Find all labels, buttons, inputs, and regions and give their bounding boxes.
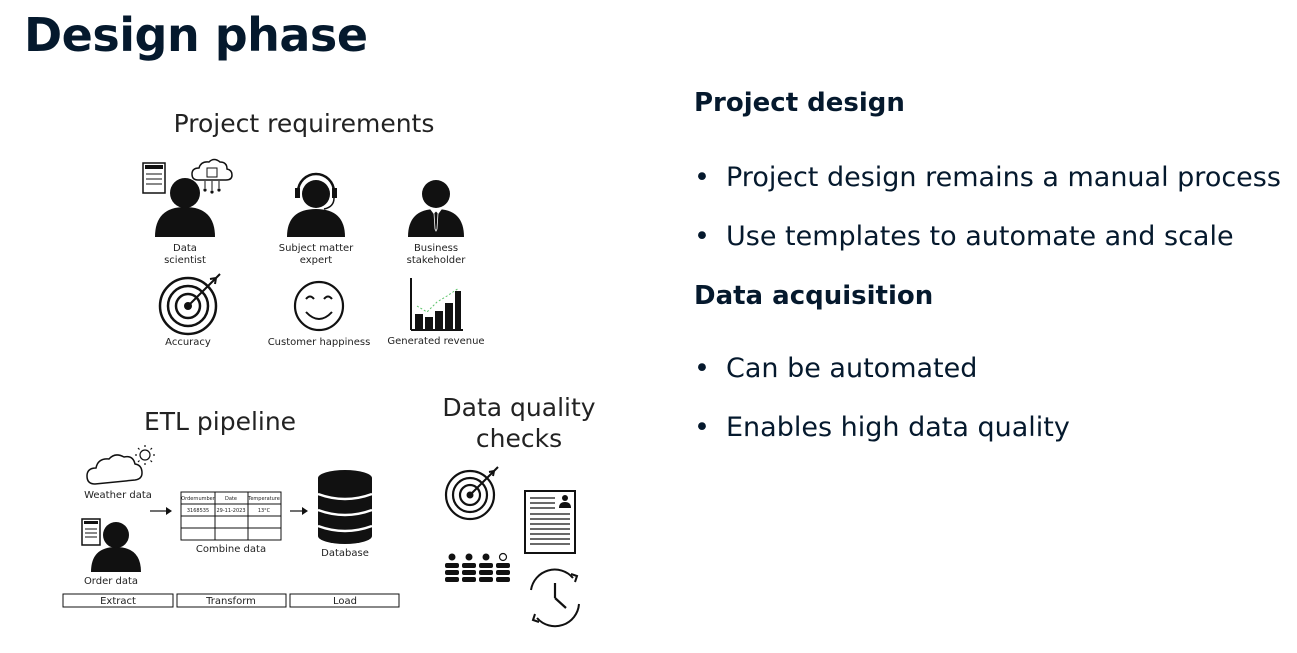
- bullet-item: •Can be automated: [694, 353, 978, 384]
- stage-load: Load: [289, 593, 400, 608]
- bullet-item: •Enables high data quality: [694, 412, 1070, 443]
- target-icon: [444, 466, 499, 521]
- etl-title: ETL pipeline: [144, 407, 296, 436]
- svg-text:Extract: Extract: [100, 596, 136, 607]
- order-data-label: Order data: [84, 576, 138, 587]
- revenue-chart-icon: [410, 278, 463, 331]
- business-person-icon: [408, 180, 464, 237]
- role-label: Subject matter: [279, 243, 354, 254]
- svg-text:Load: Load: [333, 596, 357, 607]
- role-label: Data: [173, 243, 197, 254]
- order-person-icon: [81, 518, 141, 572]
- table-cell: 13°C: [258, 508, 271, 514]
- svg-text:Transform: Transform: [205, 596, 256, 607]
- smiley-icon: [293, 280, 345, 332]
- weather-cloud-icon: [86, 445, 155, 485]
- arrow-right-icon: [290, 507, 308, 515]
- stage-transform: Transform: [176, 593, 287, 608]
- requirements-title: Project requirements: [174, 109, 435, 138]
- table-header: Date: [225, 496, 237, 502]
- quality-title-line2: checks: [476, 424, 562, 453]
- quality-title-line1: Data quality: [442, 393, 595, 422]
- bullet-dot: •: [694, 353, 710, 384]
- design-phase-diagram: Project requirements Data scientist Subj…: [62, 109, 596, 628]
- page-title: Design phase: [24, 8, 368, 62]
- metric-label: Customer happiness: [268, 337, 371, 348]
- table-header: Temperature: [247, 496, 280, 502]
- combined-table: Ordernumber Date Temperature 3168535 29-…: [180, 491, 282, 541]
- section-heading-data-acquisition: Data acquisition: [694, 281, 934, 311]
- table-cell: 3168535: [187, 508, 209, 514]
- combine-data-label: Combine data: [196, 544, 266, 555]
- section-heading-project-design: Project design: [694, 88, 905, 118]
- table-cell: 29-11-2023: [216, 508, 245, 514]
- bullet-dot: •: [694, 412, 710, 443]
- bullet-dot: •: [694, 221, 710, 252]
- role-label: Business: [414, 243, 458, 254]
- bullet-item: •Use templates to automate and scale: [694, 221, 1234, 252]
- bullet-dot: •: [694, 162, 710, 193]
- weather-data-label: Weather data: [84, 490, 152, 501]
- data-scientist-icon: [142, 158, 233, 237]
- metric-label: Accuracy: [165, 337, 211, 348]
- role-label: scientist: [164, 255, 206, 266]
- database-label: Database: [321, 548, 369, 559]
- role-label: expert: [300, 255, 333, 266]
- table-header: Ordernumber: [181, 496, 216, 502]
- stage-extract: Extract: [62, 593, 174, 608]
- arrow-right-icon: [150, 507, 172, 515]
- clock-cycle-icon: [530, 568, 580, 628]
- bullet-item: •Project design remains a manual process: [694, 162, 1281, 193]
- metric-label: Generated revenue: [387, 336, 484, 347]
- database-icon: [317, 470, 373, 544]
- people-data-stacks-icon: [445, 552, 510, 582]
- headset-person-icon: [287, 172, 345, 237]
- target-icon: [158, 273, 221, 336]
- profile-document-icon: [524, 490, 576, 554]
- role-label: stakeholder: [407, 255, 467, 266]
